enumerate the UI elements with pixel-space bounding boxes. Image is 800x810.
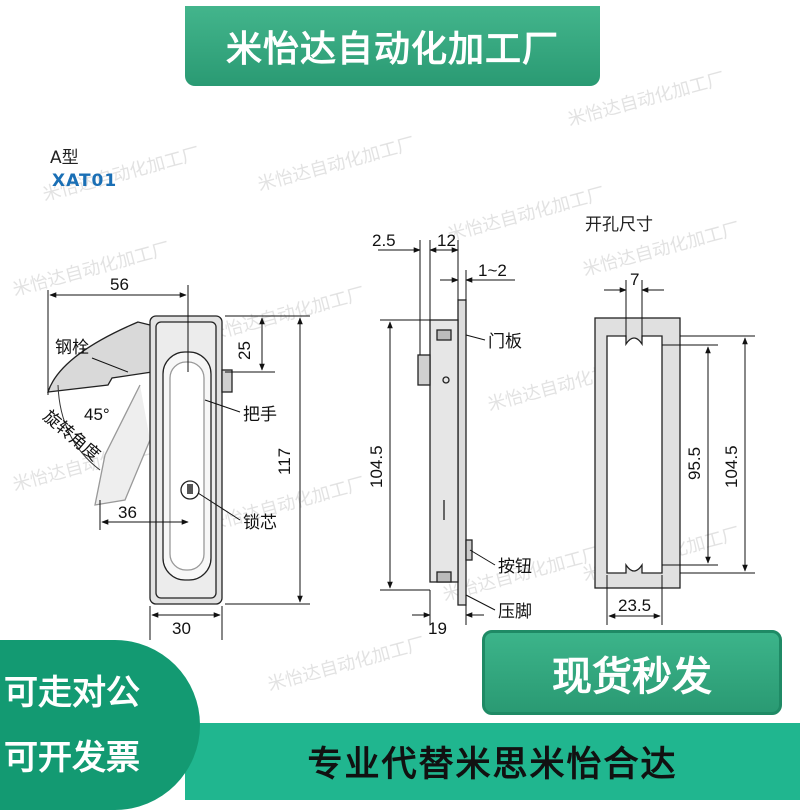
dim-overall-height: 117 <box>275 448 294 475</box>
side-view <box>417 299 473 606</box>
label-clamp-foot: 压脚 <box>498 602 532 622</box>
cutout-view <box>594 317 681 589</box>
rotation-arc <box>57 384 101 471</box>
company-line-1: 可走对公 <box>4 673 140 713</box>
product-model: XAT01 <box>52 171 118 191</box>
dim-front-width: 56 <box>110 275 129 294</box>
front-view <box>47 315 233 605</box>
dim-hole-width-top: 7 <box>630 270 639 289</box>
dim-hole-width: 23.5 <box>618 596 651 615</box>
spot-delivery-badge: 现货秒发 <box>482 630 782 715</box>
dim-hole-height: 104.5 <box>722 445 741 488</box>
hole-size-title: 开孔尺寸 <box>585 215 653 235</box>
label-handle: 把手 <box>243 405 277 425</box>
product-type: A型 <box>50 148 79 168</box>
dim-side-left: 2.5 <box>372 231 396 250</box>
rotation-angle: 45° <box>84 405 110 424</box>
label-button: 按钮 <box>498 557 532 577</box>
dim-bottom-width: 30 <box>172 619 191 638</box>
door-panel <box>457 299 467 606</box>
label-latch: 钢栓 <box>55 338 89 358</box>
side-body <box>429 319 459 583</box>
dim-lock-offset: 36 <box>118 503 137 522</box>
company-line-2: 可开发票 <box>4 738 140 778</box>
latch-rotated <box>94 384 151 506</box>
footer-slogan: 专业代替米思米怡合达 <box>185 723 800 800</box>
dim-side-height: 104.5 <box>367 445 386 488</box>
dim-side-depth: 12 <box>437 231 456 250</box>
dim-panel-thickness: 1~2 <box>478 261 507 280</box>
company-badge <box>0 640 200 810</box>
dim-hole-inner-height: 95.5 <box>685 447 704 480</box>
dim-handle-top: 25 <box>235 341 254 360</box>
label-door-panel: 门板 <box>488 332 522 352</box>
cutout-hole <box>606 335 663 574</box>
dim-side-bottom: 19 <box>428 619 447 638</box>
label-lock-core: 锁芯 <box>243 513 277 533</box>
header-title-banner: 米怡达自动化加工厂 <box>185 6 600 86</box>
